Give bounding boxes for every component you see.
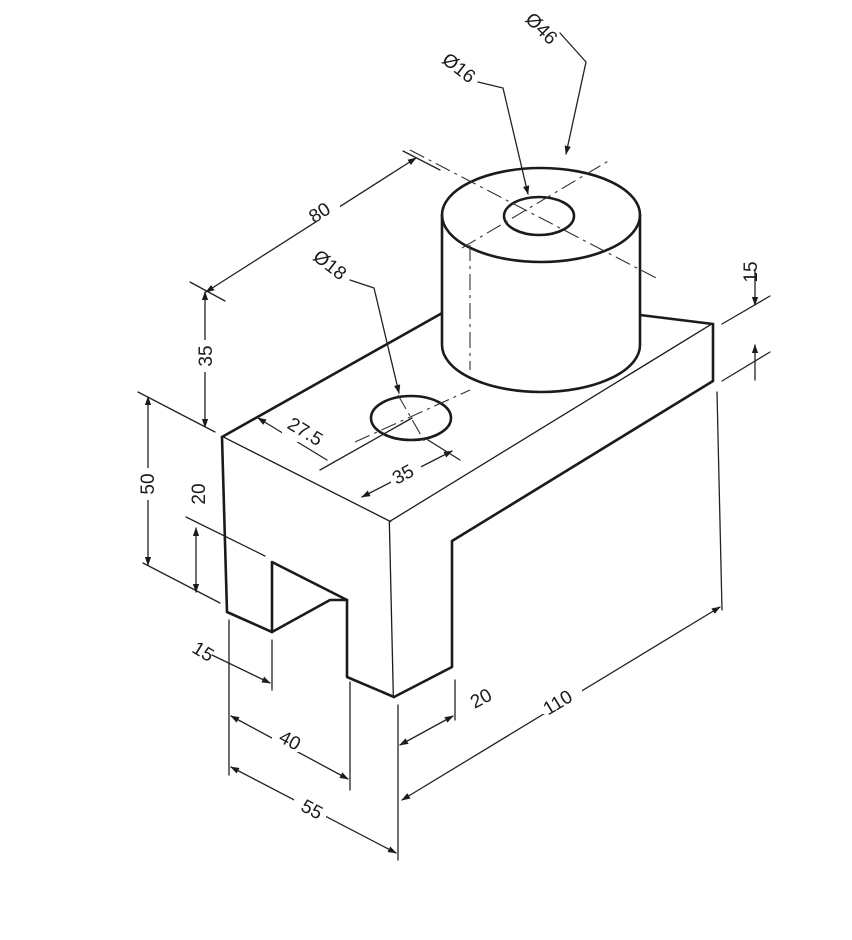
dim-height-50: 50 [138,473,159,494]
boss-hole [502,195,576,237]
dim-boss-hole-diameter: Ø16 [438,49,479,88]
dim-boss-diameter: Ø46 [521,9,561,49]
dim-leg-20: 20 [467,685,496,713]
boss-top-ellipse [440,166,642,264]
front-face [222,437,394,697]
boss-cylinder [442,168,640,392]
dim-slot-20: 20 [189,483,210,504]
dim-slot-15: 15 [188,638,217,667]
plate-end-face [390,324,713,541]
dim-thickness-15: 15 [741,261,762,282]
dim-plate-hole-diameter: Ø18 [309,246,350,285]
plate-hole [369,394,453,442]
part-body [220,149,715,699]
dim-height-35: 35 [196,345,217,366]
